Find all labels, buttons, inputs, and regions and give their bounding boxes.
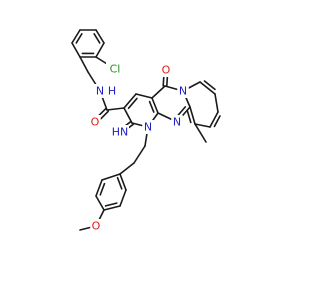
double-bond-p4-p5 xyxy=(209,111,219,128)
single-bond-b6-ch2b xyxy=(79,56,89,73)
single-bond-a2-a3 xyxy=(119,189,127,207)
pyrimidine-nitrogen-label-background xyxy=(171,115,183,129)
double-bond-a1-a2-inner xyxy=(116,176,123,190)
methoxy-oxygen-label: O xyxy=(92,220,101,233)
double-bond-b2-b3 xyxy=(95,29,105,44)
double-bond-a5-a6-inner xyxy=(99,182,106,196)
pyrimidine-nitrogen-label: N xyxy=(173,116,181,129)
amide-nitrogen-label: N xyxy=(96,85,104,98)
single-bond-p5-c10 xyxy=(194,123,211,128)
single-bond-p3-p4 xyxy=(214,93,219,113)
methoxy-oxygen-label-background xyxy=(90,219,102,233)
single-bond-a4-a5 xyxy=(95,195,105,211)
double-bond-c4a-c10a xyxy=(151,97,159,114)
single-bond-a6-a1 xyxy=(101,173,121,181)
single-bond-c4-c4a xyxy=(135,93,153,99)
double-bond-a5-a6 xyxy=(95,179,103,197)
double-bond-c10-c11a-inner xyxy=(186,109,192,124)
imine-label: HN xyxy=(112,126,129,139)
single-bond-e2-a1 xyxy=(119,162,135,175)
single-bond-c2-c3 xyxy=(123,107,133,124)
double-bond-p2-p3-inner xyxy=(203,80,216,91)
single-bond-c10-me10 xyxy=(194,123,207,143)
double-bond-c10-c11a xyxy=(189,106,196,125)
ketone-oxygen-label-background xyxy=(160,63,172,77)
single-bond-b5-b6 xyxy=(71,42,81,58)
ketone-oxygen-label: O xyxy=(162,64,171,77)
amide-oxygen-label: O xyxy=(91,116,100,129)
double-bond-b4-b5 xyxy=(71,29,81,44)
double-bond-p4-p5-inner xyxy=(213,115,221,128)
chlorine-label-background xyxy=(106,62,124,76)
single-bond-c4a-c5 xyxy=(151,85,166,99)
double-bond-p2-p3 xyxy=(199,81,216,95)
ring-nitrogen-label: N xyxy=(144,121,152,134)
double-bond-b4-b5-inner xyxy=(75,33,83,44)
single-bond-cAm-c3 xyxy=(106,107,125,111)
pyrido-nitrogen-label-background xyxy=(177,84,189,98)
single-bond-b1-b2 xyxy=(95,42,105,58)
amide-hydrogen-label: H xyxy=(108,85,116,98)
amide-oxygen-label-background xyxy=(89,115,101,129)
double-bond-a1-a2 xyxy=(119,173,127,191)
double-bond-a3-a4 xyxy=(103,205,121,211)
amide-nitrogen-label-background xyxy=(94,84,106,98)
double-bond-a3-a4-inner xyxy=(104,202,118,207)
pyrido-nitrogen-label: N xyxy=(179,85,187,98)
single-bond-e1-e2 xyxy=(133,145,146,164)
amide-hydrogen-label-background xyxy=(106,84,118,98)
double-bond-c3-c4-inner xyxy=(127,97,138,110)
ring-nitrogen-label-background xyxy=(142,120,154,134)
double-bond-c3-c4 xyxy=(123,93,137,109)
imine-label-background xyxy=(111,125,129,139)
double-bond-b2-b3-inner xyxy=(93,33,101,44)
chlorine-label: Cl xyxy=(110,63,121,76)
double-bond-c4a-c10a-inner xyxy=(148,100,155,113)
